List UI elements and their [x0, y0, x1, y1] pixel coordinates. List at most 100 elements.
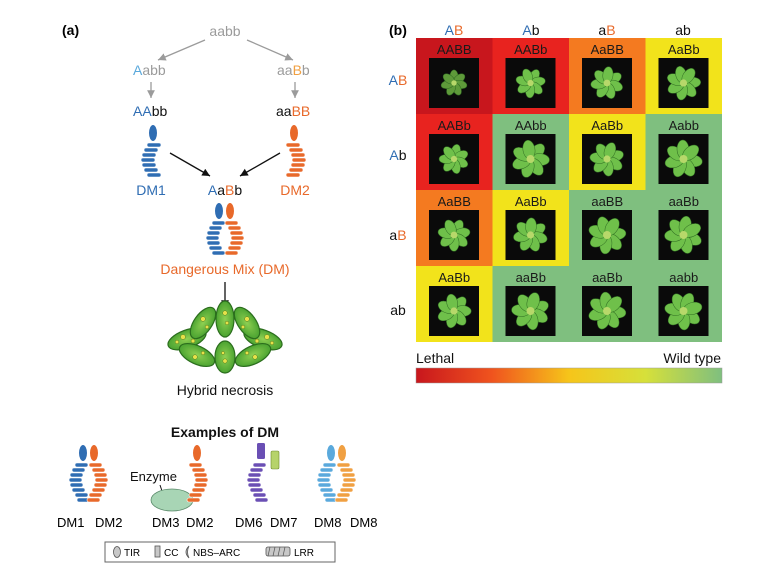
example-1-right-label: DM2 — [95, 515, 122, 530]
genotype-cell: aaBb — [645, 190, 722, 266]
example-dm8-dm8-icon — [316, 445, 357, 503]
plant-rosette-icon — [667, 66, 701, 101]
example-4-left-label: DM8 — [314, 515, 341, 530]
col-header-2: Ab — [522, 22, 539, 38]
plant-rosette-icon — [589, 142, 624, 177]
dm1-label: DM1 — [136, 182, 166, 198]
gen1-right-genotype: aaBb — [277, 62, 310, 78]
genotype-cell: aaBb — [492, 266, 569, 342]
row-headers: AB Ab aB ab — [389, 72, 408, 318]
panel-a-label: (a) — [62, 22, 79, 38]
plant-rosette-icon — [664, 292, 703, 331]
plant-rosette-icon — [437, 293, 472, 329]
genotype-cell: AaBb — [416, 266, 493, 342]
dm2-protein-icon — [285, 125, 307, 178]
nbs-arc-icon — [185, 545, 190, 559]
dm1-protein-icon — [140, 125, 162, 178]
genotype-cell: Aabb — [645, 114, 722, 190]
dm-complex-icon — [205, 203, 245, 256]
gen2-left-genotype: AAbb — [133, 103, 167, 119]
gen1-left-genotype: Aabb — [133, 62, 166, 78]
genotype-cell: AAbb — [492, 114, 569, 190]
cc-icon — [154, 545, 161, 558]
enzyme-icon — [150, 488, 194, 512]
genotype-cell: AABb — [416, 114, 493, 190]
example-2-right-label: DM2 — [186, 515, 213, 530]
scale-left-label: Lethal — [416, 350, 454, 366]
cell-genotype-label: AABb — [514, 42, 547, 57]
example-4-right-label: DM8 — [350, 515, 377, 530]
panel-b-label: (b) — [389, 22, 407, 38]
dm2-label: DM2 — [280, 182, 310, 198]
row-header-4: ab — [390, 302, 406, 318]
legend-nbs-arc-label: NBS–ARC — [193, 548, 240, 559]
enzyme-label: Enzyme — [130, 469, 177, 484]
cell-genotype-label: AAbb — [515, 118, 547, 133]
scale-right-label: Wild type — [663, 350, 721, 366]
cell-genotype-label: AaBB — [591, 42, 624, 57]
genotype-cell: AABB — [416, 38, 493, 114]
genotype-cell: aabb — [645, 266, 722, 342]
col-header-4: ab — [675, 22, 691, 38]
arrow-parent-right — [246, 39, 294, 61]
cell-genotype-label: AaBb — [438, 270, 470, 285]
example-3-right-label: DM7 — [270, 515, 297, 530]
domain-legend: TIR CC NBS–ARC LRR — [104, 541, 336, 563]
cell-genotype-label: AABB — [437, 42, 472, 57]
dangerous-mix-label: Dangerous Mix (DM) — [160, 261, 289, 277]
example-dm3-dm2-icon — [186, 445, 209, 503]
genotype-cell: AaBb — [645, 38, 722, 114]
plant-rosette-icon — [513, 217, 548, 252]
severity-color-scale — [415, 367, 723, 384]
legend-tir-label: TIR — [124, 548, 140, 559]
cell-genotype-label: aaBB — [591, 194, 623, 209]
cell-genotype-label: AABb — [438, 118, 471, 133]
cell-genotype-label: AaBb — [668, 42, 700, 57]
plant-rosette-icon — [664, 215, 702, 254]
examples-title: Examples of DM — [171, 424, 279, 440]
lrr-icon — [265, 546, 291, 557]
example-2-left-label: DM3 — [152, 515, 179, 530]
row-header-2: Ab — [389, 147, 406, 163]
hybrid-necrosis-label: Hybrid necrosis — [177, 382, 273, 398]
genotype-cell: aaBB — [569, 190, 646, 266]
legend-lrr-label: LRR — [294, 548, 314, 559]
plant-rosette-icon — [437, 219, 471, 252]
arrow-parent-left — [157, 39, 206, 61]
genotype-cell: AABb — [492, 38, 569, 114]
legend-cc-label: CC — [164, 548, 178, 559]
genotype-cell: AaBB — [416, 190, 493, 266]
col-header-1: AB — [445, 22, 464, 38]
arrow-dm2-hybrid — [239, 152, 281, 177]
cell-genotype-label: AaBb — [515, 194, 547, 209]
parent-genotype: aabb — [209, 23, 240, 39]
plant-rosette-icon — [515, 68, 546, 99]
plant-rosette-icon — [590, 66, 623, 99]
panel-a: (a) aabb Aabb aaBb AAbb aaBB DM1 — [57, 22, 377, 563]
plant-rosette-icon — [511, 292, 549, 331]
col-header-3: aB — [598, 22, 615, 38]
plant-rosette-icon — [588, 291, 627, 330]
genotype-cell: AaBB — [569, 38, 646, 114]
row-header-1: AB — [389, 72, 408, 88]
cell-genotype-label: aaBb — [669, 194, 699, 209]
example-dm1-dm2-icon — [68, 445, 109, 503]
plant-rosette-icon — [512, 139, 550, 178]
plant-rosette-icon — [438, 144, 469, 174]
cell-genotype-label: Aabb — [669, 118, 699, 133]
genotype-cell: AaBb — [569, 114, 646, 190]
gen2-right-genotype: aaBB — [276, 103, 310, 119]
arrow-dm1-hybrid — [169, 152, 211, 177]
plant-rosette-icon — [664, 139, 703, 178]
cell-genotype-label: aabb — [669, 270, 698, 285]
cell-genotype-label: aaBb — [592, 270, 622, 285]
plant-rosette-icon — [588, 216, 627, 255]
example-dm6-dm7-icon — [246, 443, 280, 503]
example-1-left-label: DM1 — [57, 515, 84, 530]
hybrid-genotype: AaBb — [208, 182, 242, 198]
genotype-cell: AaBb — [492, 190, 569, 266]
necrotic-plant-icon — [167, 300, 283, 374]
